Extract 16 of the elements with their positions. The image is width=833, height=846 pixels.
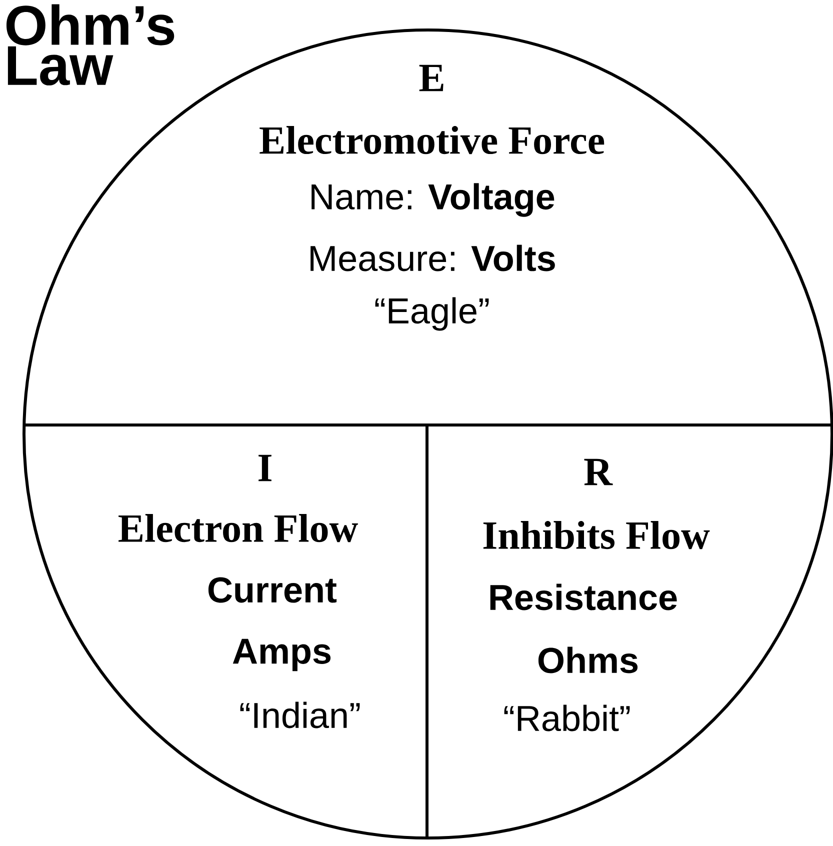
property-text: Ohms [538,646,638,674]
letter: E [419,64,444,92]
heading: Electron Flow [118,514,358,542]
heading: Electromotive Force [260,126,604,154]
property-text: Measure: Volts [310,244,555,272]
nickname-text: “Rabbit” [504,704,630,732]
title: Ohm’s Law [6,4,174,86]
nickname-text: “Eagle” [375,297,489,331]
property-text: Name: Voltage [312,183,554,217]
property-text: Amps [232,638,331,672]
heading: Inhibits Flow [483,520,710,550]
nickname-text: “Indian” [240,702,360,728]
letter: I [258,454,272,482]
letter: R [584,458,613,486]
property-text: Current [208,577,337,603]
property-text: Resistance [490,584,677,610]
